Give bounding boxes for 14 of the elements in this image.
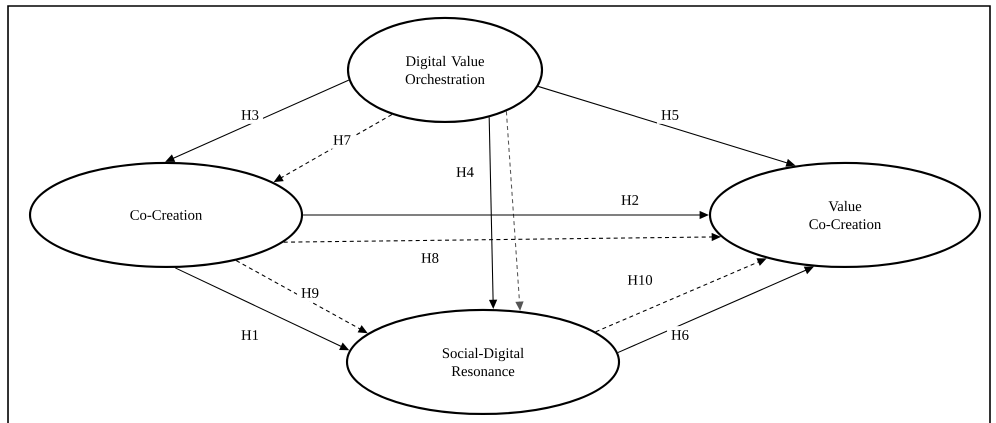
edge-label: H1 xyxy=(237,326,263,344)
ellipse-node: Co-Creation xyxy=(28,162,304,268)
edge-label: H2 xyxy=(617,191,643,209)
ellipse-node: Social-Digital Resonance xyxy=(346,308,620,416)
edge-label: H6 xyxy=(667,326,693,344)
ellipse-node: Digital Value Orchestration xyxy=(346,16,544,124)
ellipse-node: Value Co-Creation xyxy=(708,162,982,268)
edge-label: H9 xyxy=(297,284,323,302)
edge-label: H4 xyxy=(452,163,478,181)
edge-label: H3 xyxy=(237,106,263,124)
edge-label: H7 xyxy=(329,131,355,149)
edge-label: H5 xyxy=(657,106,683,124)
edge-label: H10 xyxy=(623,271,657,289)
edge-label: H8 xyxy=(417,249,443,267)
